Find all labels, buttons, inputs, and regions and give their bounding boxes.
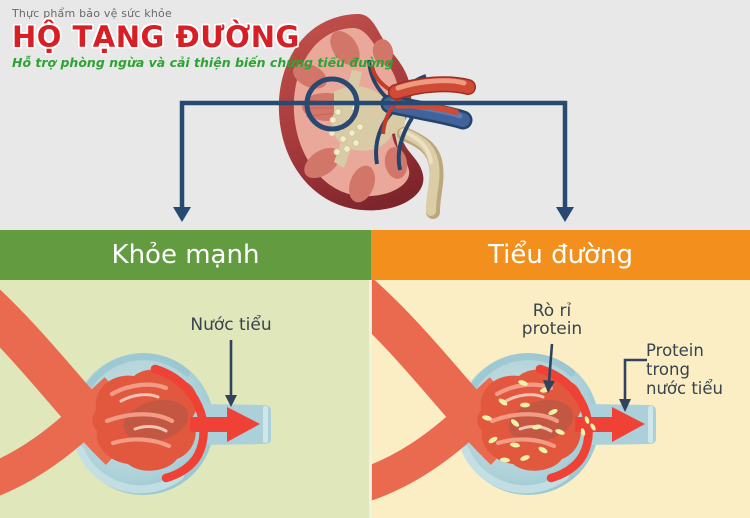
label-protein-leak: Rò rỉ protein (502, 302, 602, 338)
healthy-glomerulus-illustration (0, 280, 371, 518)
renal-vein (367, 59, 473, 171)
panel-divider (369, 280, 372, 518)
arrowhead (225, 395, 237, 407)
protein-urine-bracket-arrow (619, 358, 647, 412)
arrowhead (619, 399, 631, 412)
brand-block: Thực phẩm bảo vệ sức khỏe HỘ TẠNG ĐƯỜNG … (12, 7, 394, 70)
leak-label-arrow (543, 343, 555, 393)
brand-subtitle: Hỗ trợ phòng ngừa và cải thiện biến chứn… (12, 55, 394, 71)
ureter (397, 127, 444, 219)
protein-specks (482, 380, 596, 463)
label-urine: Nước tiểu (190, 315, 272, 335)
header-diabetes: Tiểu đường (371, 230, 750, 280)
renal-pyramids (293, 30, 408, 203)
kidney-diagram (173, 13, 574, 222)
top-section: Thực phẩm bảo vệ sức khỏe HỘ TẠNG ĐƯỜNG … (0, 0, 750, 230)
brand-title: HỘ TẠNG ĐƯỜNG (12, 20, 300, 54)
down-arrowhead-left (173, 207, 191, 222)
label-protein-in-urine-line2: nước tiểu (646, 379, 723, 398)
label-protein-leak-line1: Rò rỉ (532, 301, 572, 321)
diabetic-glomerulus-illustration (371, 280, 750, 518)
urine-label-arrow (225, 340, 237, 407)
comparison-panels: Nước tiểu (0, 280, 750, 518)
label-protein-in-urine-line1: Protein trong (646, 341, 704, 379)
magnifier-circle (304, 76, 360, 132)
brand-super-title: Thực phẩm bảo vệ sức khỏe (12, 7, 172, 20)
connector-arrows (173, 100, 574, 222)
renal-artery (388, 76, 476, 100)
kidney-illustration (278, 13, 473, 219)
down-arrowhead-right (556, 207, 574, 222)
header-healthy: Khỏe mạnh (0, 230, 371, 280)
panel-diabetes: Rò rỉ protein Protein trong nước tiểu (371, 280, 750, 518)
arrowhead (543, 380, 555, 393)
comparison-headers: Khỏe mạnh Tiểu đường (0, 230, 750, 280)
panel-healthy: Nước tiểu (0, 280, 371, 518)
label-protein-in-urine: Protein trong nước tiểu (646, 341, 750, 398)
label-protein-leak-line2: protein (521, 319, 583, 339)
